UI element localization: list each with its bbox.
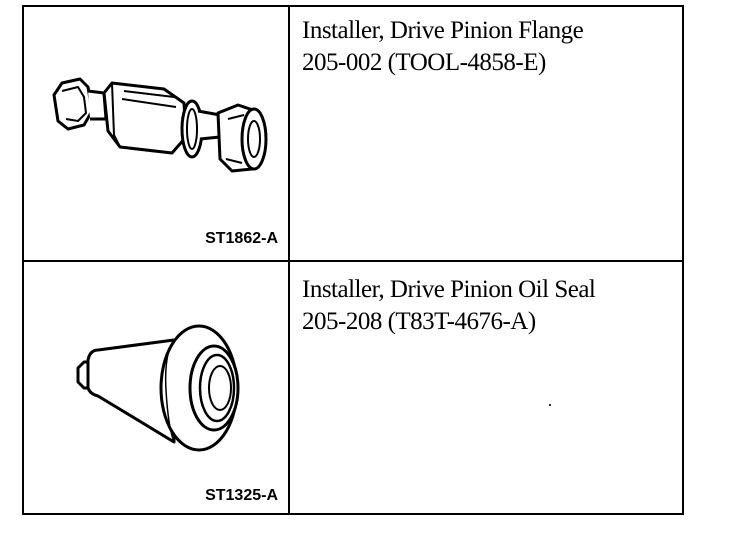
tool-number: 205-208 (T83T-4676-A): [302, 308, 536, 335]
tool-name: Installer, Drive Pinion Oil Seal: [302, 276, 596, 303]
illustration-code: ST1325-A: [205, 487, 278, 504]
tool-description-cell: Installer, Drive Pinion Oil Seal 205-208…: [290, 262, 682, 513]
tool-description-cell: Installer, Drive Pinion Flange 205-002 (…: [290, 7, 682, 260]
special-tools-table: ST1862-A Installer, Drive Pinion Flange …: [22, 5, 684, 515]
drive-pinion-oil-seal-installer-icon: [76, 324, 240, 452]
tool-name: Installer, Drive Pinion Flange: [302, 17, 584, 44]
tool-number: 205-002 (TOOL-4858-E): [302, 49, 546, 76]
drive-pinion-flange-installer-icon: [52, 77, 268, 173]
tool-illustration-cell: ST1862-A: [24, 7, 290, 260]
tool-row: ST1325-A Installer, Drive Pinion Oil Sea…: [24, 262, 682, 513]
tool-row: ST1862-A Installer, Drive Pinion Flange …: [24, 7, 682, 262]
tool-illustration-cell: ST1325-A: [24, 262, 290, 513]
scan-speck: [549, 404, 551, 406]
illustration-code: ST1862-A: [205, 230, 278, 247]
